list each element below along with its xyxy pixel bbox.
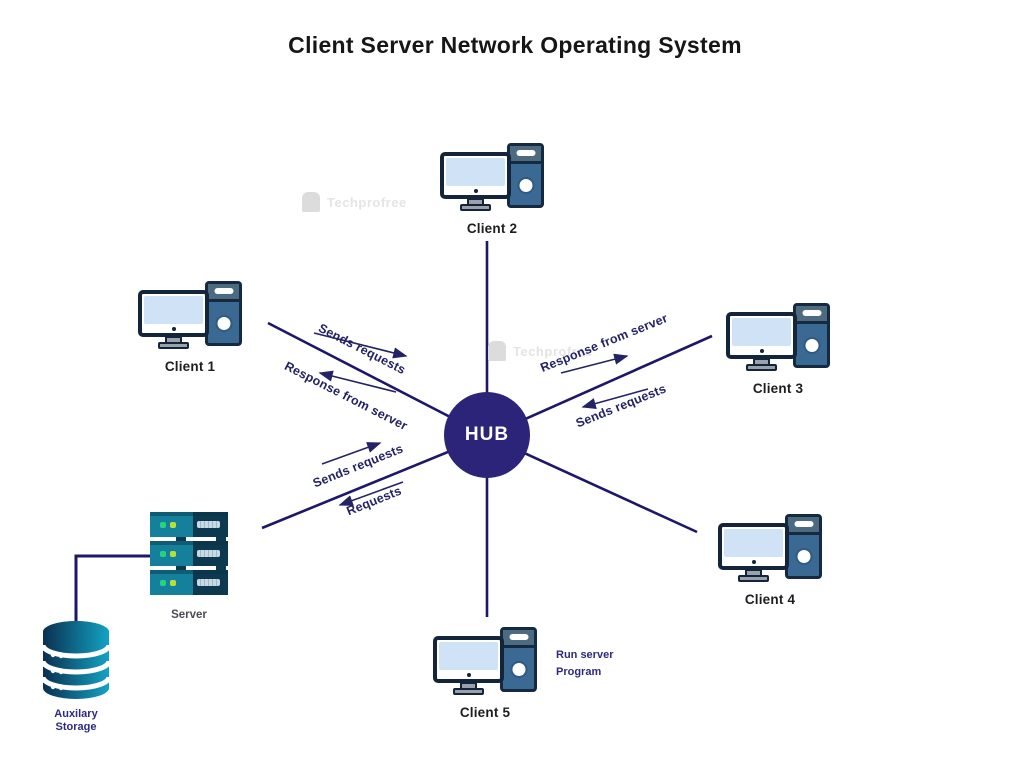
monitor-stand-neck [753,358,770,365]
node-storage: Auxilary Storage [40,618,112,734]
monitor-icon [138,290,209,337]
monitor-stand-base [746,364,777,371]
tower-power-button [519,179,532,192]
led-green-icon [160,551,166,557]
storage-label-line1: Auxilary [54,708,98,720]
computer-icon [718,514,822,584]
monitor-screen [439,642,498,670]
led-yellow-icon [170,551,176,557]
monitor-camera-dot [171,327,176,331]
node-server: Server [150,512,228,621]
node-label: Client 1 [164,359,216,374]
edge-label-server-requests: Requests [344,483,404,519]
tower-drive-slot [509,634,528,640]
tower-icon [785,514,822,579]
diagram-title: Client Server Network Operating System [288,32,742,58]
monitor-icon [433,636,504,683]
led-yellow-icon [170,522,176,528]
watermark: Techprofree [302,192,407,212]
watermark-logo-icon [302,192,320,212]
node-client1: Client 1 [138,281,242,374]
edge-label-client1-sends: Sends requests [316,320,408,378]
monitor-stand-neck [460,682,477,689]
hub-node: HUB [444,392,530,478]
node-client4: Client 4 [718,514,822,607]
monitor-camera-dot [466,673,471,677]
edge-label-client3-sends: Sends requests [573,381,669,431]
run-server-note-line1: Run server [556,649,614,661]
server-unit [150,570,228,595]
monitor-stand-base [158,342,189,349]
tower-icon [500,627,537,692]
tower-drive-slot [516,150,535,156]
run-server-note: Run server Program [556,647,613,680]
computer-icon [138,281,242,351]
tower-icon [793,303,830,368]
node-label: Client 2 [466,221,518,236]
computer-icon [433,627,537,697]
led-green-icon [160,580,166,586]
led-green-icon [160,522,166,528]
node-label: Auxilary Storage [54,708,97,734]
monitor-icon [718,523,789,570]
node-label: Client 4 [744,592,796,607]
server-unit [150,541,228,566]
computer-icon [440,143,544,213]
node-client3: Client 3 [726,303,830,396]
led-yellow-icon [170,580,176,586]
monitor-stand-neck [745,569,762,576]
monitor-camera-dot [473,189,478,193]
tower-power-button [217,317,230,330]
monitor-screen [732,318,791,346]
monitor-stand-neck [165,336,182,343]
watermark-logo-icon [488,341,506,361]
tower-power-button [512,663,525,676]
hub-label: HUB [464,424,510,445]
node-client2: Client 2 [440,143,544,236]
server-rack-icon [150,512,228,595]
tower-icon [205,281,242,346]
tower-power-button [797,550,810,563]
node-client5: Client 5 [433,627,537,720]
monitor-screen [724,529,783,557]
monitor-icon [726,312,797,359]
monitor-camera-dot [751,560,756,564]
monitor-screen [446,158,505,186]
server-vent-slot [197,521,220,528]
computer-icon [726,303,830,373]
tower-drive-slot [802,310,821,316]
node-label: Client 3 [752,381,804,396]
watermark-text: Techprofree [327,194,407,210]
storage-label-line2: Storage [55,721,97,734]
node-label: Client 5 [459,705,511,720]
edge-label-server-sends: Sends requests [310,441,406,491]
monitor-screen [144,296,203,324]
tower-icon [507,143,544,208]
server-vent-slot [197,550,220,557]
monitor-stand-base [453,688,484,695]
server-vent-slot [197,579,220,586]
node-label: Server [171,609,207,621]
server-unit [150,512,228,537]
monitor-stand-base [460,204,491,211]
tower-drive-slot [794,521,813,527]
database-icon [40,621,112,699]
monitor-icon [440,152,511,199]
tower-drive-slot [214,288,233,294]
monitor-stand-base [738,575,769,582]
monitor-camera-dot [759,349,764,353]
tower-power-button [805,339,818,352]
monitor-stand-neck [467,198,484,205]
run-server-note-line2: Program [556,665,602,678]
